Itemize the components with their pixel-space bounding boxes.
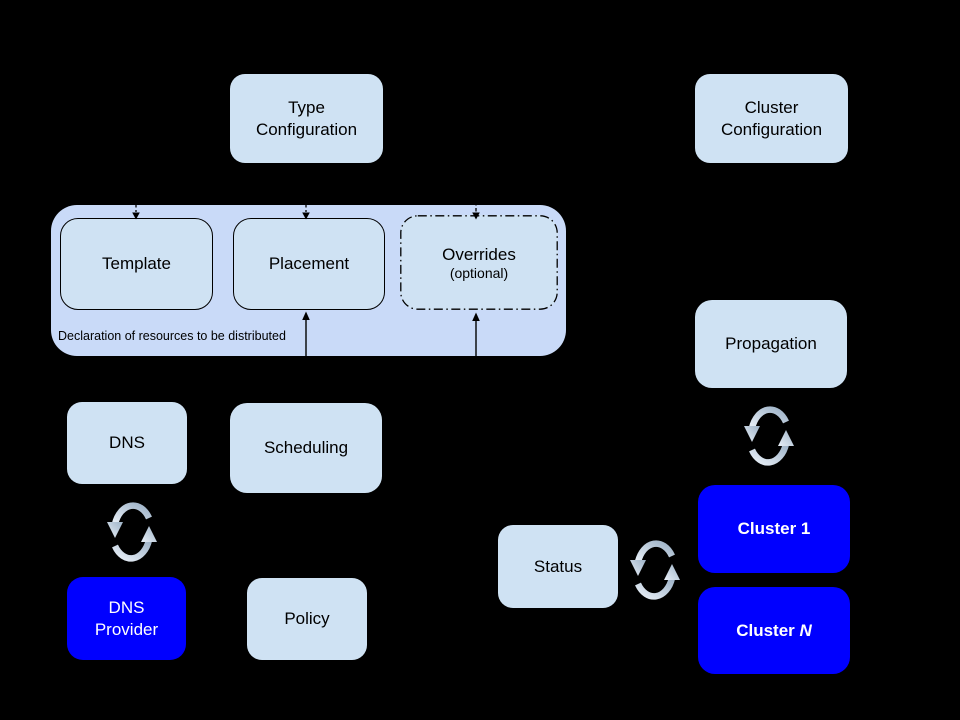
type-configuration-label-line2: Configuration — [255, 119, 358, 139]
arrow-down-icon — [302, 204, 310, 220]
cluster-configuration-label-line1: Cluster — [744, 98, 799, 118]
dns-provider-label-line2: Provider — [94, 619, 159, 639]
arrow-up-icon — [302, 311, 310, 356]
dns-label: DNS — [109, 433, 145, 453]
sync-cycle-icon — [630, 540, 680, 600]
node-policy: Policy — [247, 578, 367, 660]
cluster-configuration-label-line2: Configuration — [720, 119, 823, 139]
arrow-down-icon — [472, 202, 480, 220]
node-overrides: Overrides (optional) — [400, 215, 558, 310]
cluster-n-label-suffix: N — [799, 620, 812, 640]
node-dns-provider: DNS Provider — [67, 577, 186, 660]
scheduling-label: Scheduling — [263, 438, 349, 458]
dash-dot-border — [400, 215, 558, 310]
node-dns: DNS — [67, 402, 187, 484]
arrow-up-icon — [472, 312, 480, 356]
group-note: Declaration of resources to be distribut… — [58, 329, 286, 343]
node-cluster-1: Cluster 1 — [698, 485, 850, 573]
node-status: Status — [498, 525, 618, 608]
propagation-label: Propagation — [725, 334, 817, 354]
overrides-sublabel: (optional) — [449, 265, 509, 282]
node-propagation: Propagation — [695, 300, 847, 388]
overrides-label: Overrides — [442, 244, 516, 264]
node-type-configuration: Type Configuration — [230, 74, 383, 163]
sync-cycle-icon — [744, 406, 794, 466]
status-label: Status — [533, 556, 583, 576]
template-label: Template — [102, 254, 171, 274]
node-template: Template — [60, 218, 213, 310]
node-placement: Placement — [233, 218, 385, 310]
policy-label: Policy — [284, 609, 330, 629]
placement-label: Placement — [268, 254, 350, 274]
node-cluster-configuration: Cluster Configuration — [695, 74, 848, 163]
arrow-down-icon — [132, 204, 140, 220]
cluster-1-label: Cluster 1 — [737, 519, 811, 539]
type-configuration-label-line1: Type — [288, 98, 325, 118]
node-scheduling: Scheduling — [230, 403, 382, 493]
dns-provider-label-line1: DNS — [108, 598, 145, 618]
sync-cycle-icon — [107, 502, 157, 562]
cluster-n-label-prefix: Cluster — [736, 620, 795, 640]
